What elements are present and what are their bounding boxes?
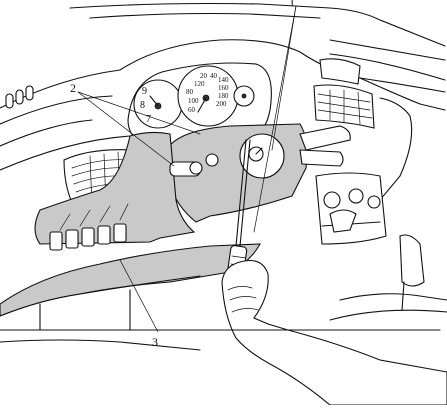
- callout-1: 1: [289, 0, 295, 9]
- speed-number-60: 60: [188, 106, 196, 114]
- callout-2: 2: [70, 81, 76, 95]
- speed-number-160: 160: [218, 84, 229, 92]
- callout-3: 3: [152, 335, 158, 349]
- wiper-stalk: [299, 125, 351, 167]
- lower-left-panel: [34, 131, 196, 245]
- footwell-lines: [0, 289, 441, 351]
- center-vents: [313, 58, 375, 129]
- left-vent-buttons: [5, 85, 34, 109]
- speed-number-20: 20: [200, 72, 208, 80]
- speed-number-140: 140: [218, 76, 229, 84]
- speed-number-80: 80: [186, 88, 194, 96]
- instrument-cluster: [127, 62, 272, 147]
- light-switch-stalk: [169, 153, 219, 177]
- speed-number-40: 40: [210, 72, 218, 80]
- speed-number-120: 120: [194, 80, 205, 88]
- tach-number-7: 7: [146, 114, 151, 125]
- speed-number-100: 100: [188, 97, 199, 105]
- speed-number-200: 200: [216, 100, 227, 108]
- speed-number-180: 180: [218, 92, 229, 100]
- windshield-frame: [69, 2, 446, 81]
- tach-number-9: 9: [142, 86, 147, 97]
- hand: [221, 259, 447, 406]
- callout-labels: 1 2 3: [70, 0, 295, 349]
- center-console: [315, 172, 387, 245]
- speedometer-numbers: 20 40 60 80 100 120 140 160 180 200: [186, 72, 229, 114]
- dashboard-upper: [0, 39, 446, 201]
- knee-bolster: [0, 243, 261, 317]
- tachometer-numbers: 9 8 7: [140, 86, 151, 125]
- tach-number-8: 8: [140, 100, 145, 111]
- left-switch-row: [49, 223, 127, 251]
- gear-shift: [329, 234, 447, 321]
- callout-leaders: [77, 5, 297, 333]
